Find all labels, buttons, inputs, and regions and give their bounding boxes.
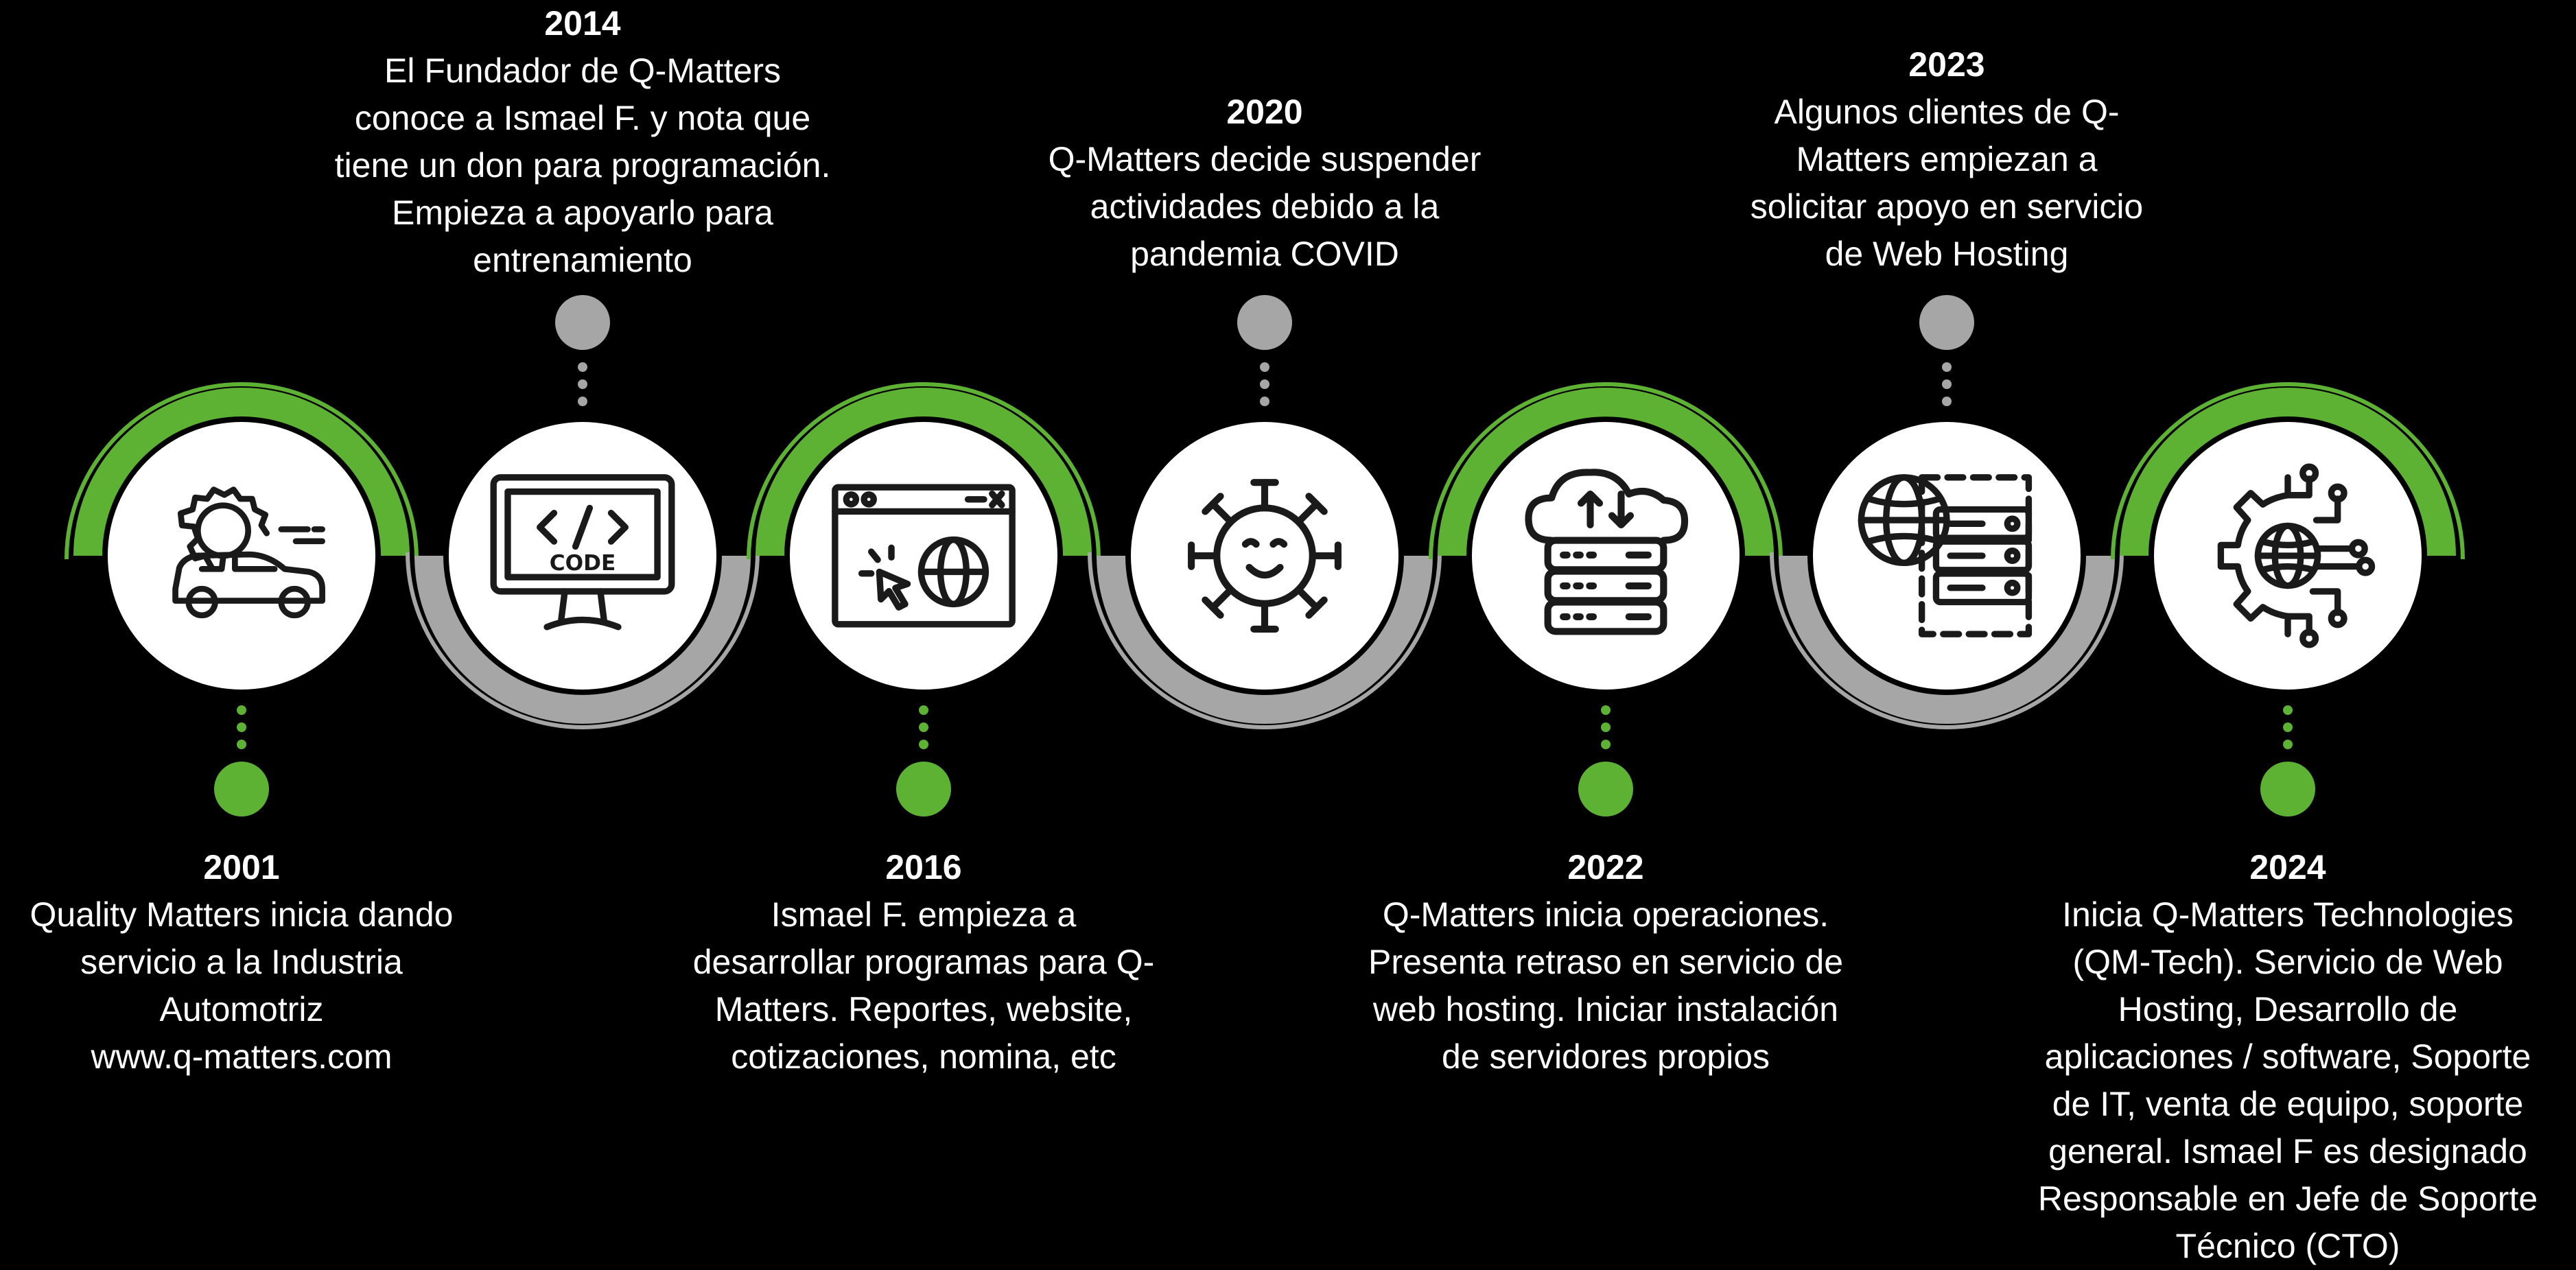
arc-band (756, 388, 1092, 556)
milestone-description: Algunos clientes de Q- Matters empiezan … (1750, 93, 2144, 273)
connector-dot (919, 705, 928, 715)
milestone-year: 2022 (1567, 848, 1644, 886)
milestone-description: Q-Matters decide suspender actividades d… (1048, 140, 1482, 273)
connector-dot (919, 722, 928, 732)
arc-band (414, 556, 751, 724)
connector-dot (1260, 397, 1269, 406)
connector-dot (1601, 740, 1611, 749)
milestone-description: Inicia Q-Matters Technologies (QM-Tech).… (2037, 895, 2538, 1265)
connector-dot (919, 740, 928, 749)
arc-band (1097, 556, 1433, 724)
milestone-marker (1919, 295, 1974, 350)
arc-outline (1429, 382, 1783, 560)
connector-dot (578, 379, 587, 389)
milestone-node (65, 382, 419, 816)
connector-dot (1260, 362, 1269, 372)
connector-dot (2283, 740, 2293, 749)
connector-dot (237, 740, 246, 749)
connector-dot (578, 362, 587, 372)
milestone-circle (1813, 422, 2081, 690)
connector-dot (237, 705, 246, 715)
milestone-marker (896, 762, 951, 816)
milestone-year: 2016 (885, 848, 962, 886)
arc-outline (406, 552, 760, 729)
arc-outline (1088, 552, 1442, 729)
milestone-node (1088, 295, 1442, 729)
milestone-description: El Fundador de Q-Matters conoce a Ismael… (334, 51, 831, 279)
milestone-year: 2001 (203, 848, 280, 886)
connector-dot (1601, 722, 1611, 732)
connector-dot (1942, 397, 1952, 406)
arc-band (73, 388, 410, 556)
milestone-year: 2014 (544, 4, 621, 43)
milestone-circle (1131, 422, 1398, 690)
connector-dot (578, 397, 587, 406)
arc-outline (2111, 382, 2465, 560)
connector-dot (2283, 705, 2293, 715)
arc-outline (65, 382, 419, 560)
milestone-marker (555, 295, 610, 350)
milestone-year: 2020 (1226, 93, 1303, 131)
milestone-node (2111, 382, 2465, 816)
milestone-node (406, 295, 760, 729)
milestone-description: Q-Matters inicia operaciones. Presenta r… (1368, 895, 1844, 1076)
connector-dot (1942, 362, 1952, 372)
arc-band (1438, 388, 1774, 556)
milestone-node (747, 382, 1101, 816)
milestone-marker (214, 762, 269, 816)
arc-outline (747, 382, 1101, 560)
milestone-year: 2023 (1908, 45, 1985, 84)
arc-band (1779, 556, 2115, 724)
connector-dot (1601, 705, 1611, 715)
connector-dot (1942, 379, 1952, 389)
milestone-label: 2014 El Fundador de Q-Matters conoce a Is… (315, 0, 850, 284)
milestone-node (1770, 295, 2124, 729)
arc-outline (1770, 552, 2124, 729)
milestone-marker (1578, 762, 1633, 816)
milestone-marker (2260, 762, 2315, 816)
milestone-year: 2024 (2249, 848, 2326, 886)
connector-dot (237, 722, 246, 732)
milestone-description: Quality Matters inicia dando servicio a … (30, 895, 454, 1076)
connector-dot (2283, 722, 2293, 732)
connector-dot (1260, 379, 1269, 389)
milestone-description: Ismael F. empieza a desarrollar programa… (692, 895, 1155, 1076)
arc-band (2120, 388, 2456, 556)
milestone-marker (1237, 295, 1292, 350)
milestone-node (1429, 382, 1783, 816)
milestone-circle (1472, 422, 1740, 690)
